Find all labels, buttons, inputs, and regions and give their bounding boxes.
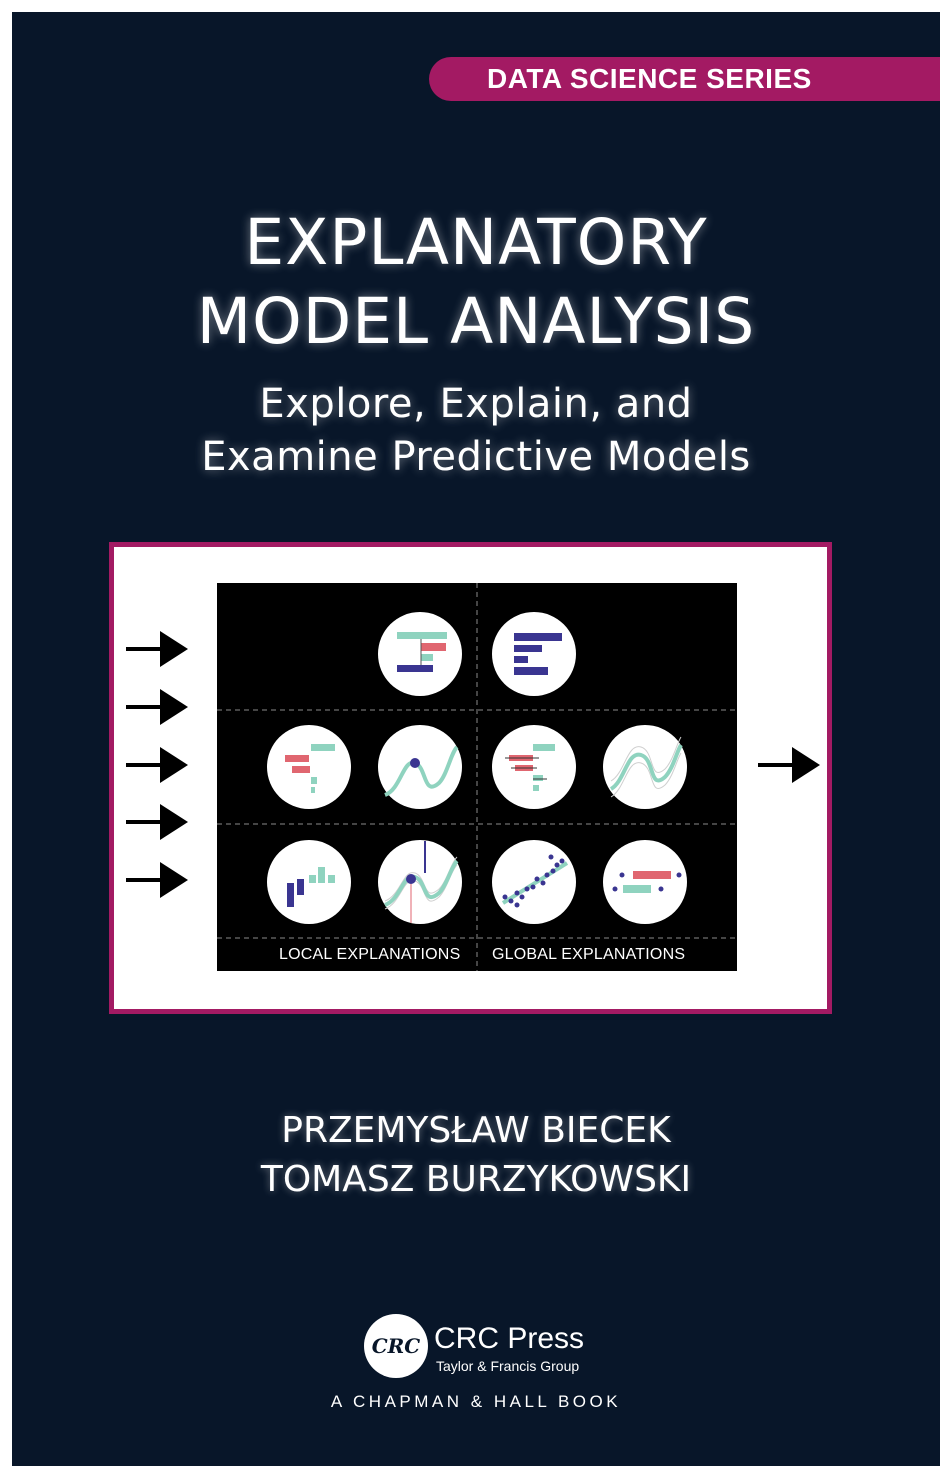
crc-logo-text: CRC: [371, 1334, 421, 1358]
input-arrow-icon: [126, 747, 188, 783]
input-arrow-icon: [126, 804, 188, 840]
profile-cut-icon: [378, 840, 462, 924]
output-arrow-icon: [758, 747, 820, 783]
series-band: DATA SCIENCE SERIES: [429, 57, 940, 101]
title-line-1: EXPLANATORY: [244, 206, 708, 279]
importance-icon: [492, 612, 576, 696]
lime-icon: [492, 725, 576, 809]
input-arrow-icon: [126, 631, 188, 667]
partial-dependence-icon: [603, 725, 687, 809]
book-cover: DATA SCIENCE SERIES EXPLANATORY MODEL AN…: [12, 12, 940, 1466]
title-line-2: MODEL ANALYSIS: [196, 285, 756, 358]
author-1: PRZEMYSŁAW BIECEK: [281, 1110, 671, 1151]
figure-frame: LOCAL EXPLANATIONS GLOBAL EXPLANATIONS: [109, 542, 832, 1014]
author-2: TOMASZ BURZYKOWSKI: [260, 1159, 692, 1200]
input-arrow-icon: [126, 689, 188, 725]
publisher-imprint: A CHAPMAN & HALL BOOK: [330, 1392, 622, 1411]
ceteris-paribus-icon: [378, 725, 462, 809]
breakdown-icon: [378, 612, 462, 696]
shap-bars-icon: [267, 725, 351, 809]
crc-logo-icon: CRC: [364, 1314, 428, 1378]
input-arrow-icon: [126, 862, 188, 898]
explanations-grid: [217, 583, 737, 971]
scatter-fit-icon: [492, 840, 576, 924]
boxplot-icon: [603, 840, 687, 924]
publisher-group: Taylor & Francis Group: [436, 1358, 580, 1374]
global-explanations-label: GLOBAL EXPLANATIONS: [492, 946, 686, 963]
oscillations-icon: [267, 840, 351, 924]
series-label: DATA SCIENCE SERIES: [487, 63, 812, 94]
subtitle-line-1: Explore, Explain, and: [259, 381, 693, 427]
publisher-name: CRC Press: [434, 1322, 585, 1355]
local-explanations-label: LOCAL EXPLANATIONS: [279, 946, 461, 963]
explanations-panel: LOCAL EXPLANATIONS GLOBAL EXPLANATIONS: [217, 583, 737, 971]
subtitle-line-2: Examine Predictive Models: [201, 434, 751, 480]
